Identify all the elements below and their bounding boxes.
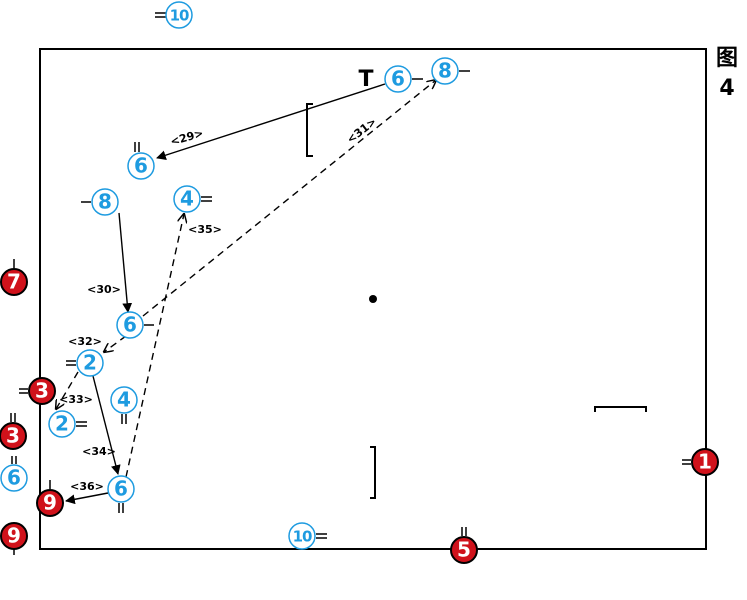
t-marker: T — [358, 67, 373, 92]
player-blue-6: 6 — [0, 464, 28, 492]
player-red-7: 7 — [0, 268, 28, 296]
player-number: 4 — [117, 388, 131, 412]
player-number: 9 — [7, 524, 21, 548]
player-number: 6 — [134, 154, 148, 178]
player-red-3: 3 — [28, 377, 56, 405]
player-marker — [691, 448, 719, 476]
player-blue-6: 6 — [107, 475, 135, 503]
player-number: 10 — [170, 7, 189, 25]
player-marker — [107, 475, 135, 503]
court-boundary — [39, 48, 707, 550]
move-line-m34 — [92, 375, 121, 475]
player-red-1: 1 — [691, 448, 719, 476]
player-blue-2: 2 — [76, 349, 104, 377]
player-red-9: 9 — [36, 489, 64, 517]
left-bracket-mark — [306, 103, 313, 157]
player-blue-10: 10 — [165, 1, 193, 29]
player-marker — [48, 410, 76, 438]
player-red-9: 9 — [0, 522, 28, 550]
player-number: 1 — [698, 450, 712, 474]
player-marker — [127, 152, 155, 180]
player-blue-8: 8 — [431, 57, 459, 85]
player-number: 6 — [123, 313, 137, 337]
player-blue-6: 6 — [384, 65, 412, 93]
player-marker — [431, 57, 459, 85]
move-line-m32 — [104, 335, 127, 352]
movement-lines — [56, 80, 436, 505]
player-marker — [36, 489, 64, 517]
player-number: 7 — [7, 270, 21, 294]
center-spot — [369, 295, 377, 303]
player-number: 3 — [6, 424, 20, 448]
player-blue-2: 2 — [48, 410, 76, 438]
player-red-3: 3 — [0, 422, 27, 450]
player-marker — [0, 464, 28, 492]
figure-label: 图 4 — [712, 44, 742, 104]
player-marker — [91, 188, 119, 216]
player-marker — [288, 522, 316, 550]
move-label-m33: <33> — [59, 393, 93, 406]
player-number: 8 — [438, 59, 452, 83]
player-marker — [76, 349, 104, 377]
player-number: 3 — [35, 379, 49, 403]
move-label-m29: <29> — [169, 127, 205, 149]
player-number: 6 — [7, 466, 21, 490]
player-number: 9 — [43, 491, 57, 515]
player-marker — [173, 185, 201, 213]
move-line-m36 — [65, 492, 109, 505]
move-label-m34: <34> — [82, 445, 116, 458]
player-marker — [116, 311, 144, 339]
player-blue-6: 6 — [116, 311, 144, 339]
move-line-m35 — [125, 214, 184, 478]
bottom-bracket-mark — [370, 446, 376, 499]
player-blue-6: 6 — [127, 152, 155, 180]
player-marker — [110, 386, 138, 414]
move-label-m31: <31> — [344, 115, 379, 146]
player-marker — [0, 522, 28, 550]
figure-label-number: 4 — [719, 76, 735, 101]
player-marker — [0, 422, 27, 450]
player-number: 6 — [114, 477, 128, 501]
player-red-5: 5 — [450, 536, 478, 564]
player-number: 8 — [98, 190, 112, 214]
move-label-m30: <30> — [87, 283, 121, 296]
player-marker — [384, 65, 412, 93]
player-number: 4 — [180, 187, 194, 211]
player-marks — [10, 12, 691, 555]
player-blue-4: 4 — [110, 386, 138, 414]
player-blue-8: 8 — [91, 188, 119, 216]
move-line-m31 — [142, 80, 436, 317]
player-marker — [0, 268, 28, 296]
player-marker — [450, 536, 478, 564]
player-number: 2 — [83, 351, 97, 375]
player-number: 10 — [293, 528, 312, 546]
movement-labels: <29> <30> <31> <32> <33> <34> <35> <36> — [59, 115, 379, 493]
player-number: 6 — [391, 67, 405, 91]
player-marker — [165, 1, 193, 29]
figure-label-char: 图 — [715, 46, 738, 71]
move-label-m36: <36> — [70, 480, 104, 493]
move-label-m35: <35> — [188, 223, 222, 236]
player-blue-10: 10 — [288, 522, 316, 550]
player-marker — [28, 377, 56, 405]
player-number: 5 — [457, 538, 471, 562]
right-bracket-mark — [594, 406, 647, 412]
player-number: 2 — [55, 412, 69, 436]
player-blue-4: 4 — [173, 185, 201, 213]
move-line-m29 — [156, 83, 386, 160]
move-label-m32: <32> — [68, 335, 102, 348]
move-line-m30 — [118, 212, 133, 313]
